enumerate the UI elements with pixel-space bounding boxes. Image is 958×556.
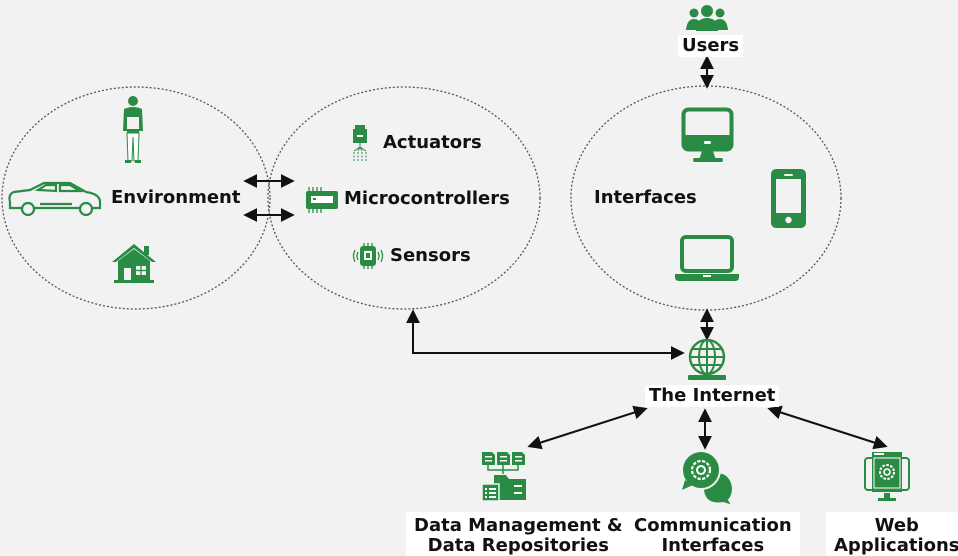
devices-internet-arrow	[406, 309, 685, 360]
chat-gear-icon	[681, 450, 736, 508]
service-label-web: Web Applications	[826, 512, 958, 556]
interfaces-label: Interfaces	[594, 187, 697, 208]
house-icon	[112, 244, 156, 283]
environment-label: Environment	[111, 187, 241, 208]
web-app-monitor-icon	[864, 452, 910, 501]
internet-label: The Internet	[645, 385, 780, 407]
internet-web-arrow	[767, 405, 888, 450]
smartphone-icon	[771, 169, 806, 228]
interfaces-ellipse	[570, 85, 842, 311]
users-group-icon	[686, 5, 728, 31]
users-label: Users	[678, 35, 744, 57]
devices-ellipse	[267, 86, 541, 310]
person-icon	[123, 96, 143, 163]
desktop-monitor-icon	[681, 107, 734, 162]
microcontrollers-label: Microcontrollers	[344, 188, 510, 209]
service-label-data: Data Management & Data Repositories	[406, 512, 631, 556]
laptop-icon	[675, 235, 739, 281]
car-icon	[8, 181, 102, 217]
microcontroller-icon	[306, 187, 338, 213]
internet-data-arrow	[527, 405, 648, 450]
sensors-label: Sensors	[390, 245, 471, 266]
globe-icon	[688, 338, 726, 380]
actuators-label: Actuators	[383, 132, 482, 153]
service-label-communication: Communication Interfaces	[626, 512, 800, 556]
sensor-icon	[352, 243, 384, 269]
environment-ellipse	[1, 86, 271, 310]
actuator-icon	[353, 125, 367, 161]
data-repository-icon	[481, 452, 526, 502]
